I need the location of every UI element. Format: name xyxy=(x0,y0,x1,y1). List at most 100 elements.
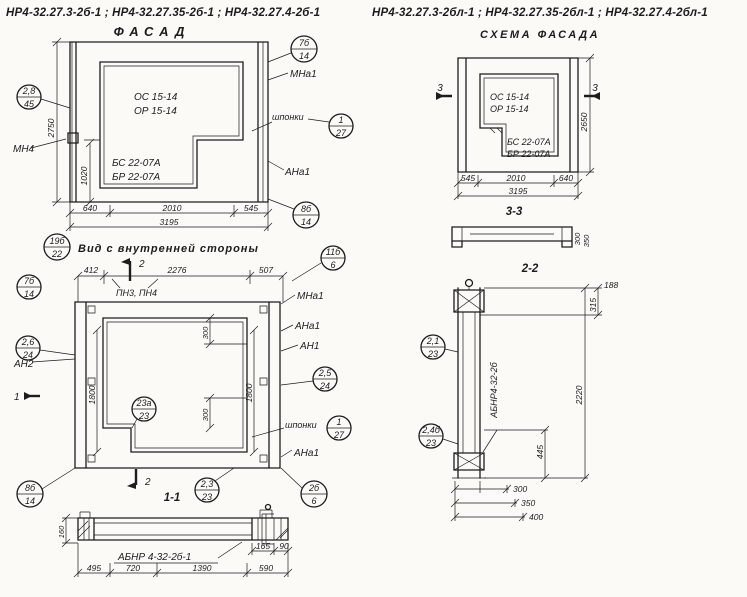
facade-label-shponki: шпонки xyxy=(272,112,304,122)
facade-callout-8b14: 8б 14 xyxy=(292,201,320,229)
section-3-3-label: 3-3 xyxy=(506,206,523,218)
facade-label-mna1: МНа1 xyxy=(290,69,317,80)
part-mark-leader xyxy=(482,429,498,453)
dim-300-b: 300 xyxy=(201,408,210,421)
section-2-flag-top-label: 2 xyxy=(138,259,145,270)
section-1-1-dim-ticks xyxy=(61,513,293,578)
section-1-flag xyxy=(24,392,32,400)
callout-num: 19б xyxy=(49,236,65,246)
dim-1800-right: 1800 xyxy=(244,383,254,402)
facade-dim-2010: 2010 xyxy=(162,203,182,213)
dim-720: 720 xyxy=(126,563,140,573)
facade-mark-bs: БС 22-07А xyxy=(112,158,161,169)
facade-dim-2750: 2750 xyxy=(46,118,56,138)
dim-1800-left: 1800 xyxy=(87,385,97,404)
callout-num: 1 xyxy=(338,115,343,125)
dim-350-bottom: 350 xyxy=(521,498,535,508)
facade-dim-3195: 3195 xyxy=(160,217,179,227)
facade-callout-left: 2,8 45 xyxy=(16,84,42,110)
inner-opening-inner xyxy=(106,321,244,449)
callout-num: 23а xyxy=(135,398,151,408)
facade-scheme: СХЕМА ФАСАДА ОС 15-14 ОР 15-14 БС 22-07А… xyxy=(436,29,600,248)
dim-165: 165 xyxy=(256,541,270,551)
callout-sheet: 14 xyxy=(301,217,311,227)
scheme-flag-left xyxy=(436,92,444,100)
dim-2220: 2220 xyxy=(574,385,584,405)
column-outline xyxy=(453,287,485,479)
facade-label-ana1: АНа1 xyxy=(284,167,310,178)
callout-num: 2,8 xyxy=(22,86,36,96)
callout-sheet: 23 xyxy=(425,438,436,448)
inner-view-title: Вид с внутренней стороны xyxy=(78,243,259,255)
scheme-opening-inner xyxy=(483,77,555,153)
profile-dim-300: 300 xyxy=(573,232,582,245)
callout-sheet: 27 xyxy=(333,430,345,440)
facade-callout-shponki: 1 27 xyxy=(328,113,354,139)
callout-2-3-23: 2,3 23 xyxy=(194,477,220,503)
callout-divider xyxy=(419,435,459,445)
header-left: НР4-32.27.3-2б-1 ; НР4-32.27.35-2б-1 ; Н… xyxy=(6,7,320,19)
facade-mark-os: ОС 15-14 xyxy=(134,92,178,103)
callout-2-1-23: 2,1 23 xyxy=(420,334,459,360)
callout-num: 2,1 xyxy=(426,336,440,346)
label-shponki-inner: шпонки xyxy=(285,420,317,430)
facade-callout-7b14: 7б 14 xyxy=(290,35,318,63)
section-2-2-dim-ticks xyxy=(450,283,603,522)
scheme-dim-2650: 2650 xyxy=(579,112,589,132)
dim-1390: 1390 xyxy=(193,563,212,573)
inner-panel-outline xyxy=(74,301,281,469)
callout-sheet: 14 xyxy=(24,289,34,299)
dim-590: 590 xyxy=(259,563,273,573)
callout-divider xyxy=(421,346,459,353)
label-mna1: МНа1 xyxy=(297,291,324,302)
callout-2-4b-23: 2,4б 23 xyxy=(418,423,459,449)
callout-num: 2б xyxy=(308,483,320,493)
section-2-flag-top xyxy=(121,258,130,265)
callout-num: 2,3 xyxy=(200,479,214,489)
section-1-1-label: 1-1 xyxy=(164,492,181,504)
part-mark-leader-1-1 xyxy=(114,541,243,564)
callout-sheet: 27 xyxy=(335,128,347,138)
callout-sheet: 14 xyxy=(25,496,35,506)
callout-sheet: 23 xyxy=(138,411,149,421)
callout-23a-23: 23а 23 xyxy=(131,396,157,422)
anchor-bolt-icon xyxy=(464,278,474,288)
beam-details xyxy=(79,509,282,545)
section-1-flag-label: 1 xyxy=(14,392,20,403)
profile-dim-350: 350 xyxy=(582,234,591,247)
dim-160: 160 xyxy=(57,525,66,538)
dim-495: 495 xyxy=(87,563,101,573)
dim-2276: 2276 xyxy=(167,265,187,275)
facade-mark-or: ОР 15-14 xyxy=(134,106,177,117)
scheme-dim-ticks xyxy=(453,53,595,201)
dim-507: 507 xyxy=(259,265,273,275)
section-1-1-dim-lines xyxy=(62,517,289,577)
callout-2-6-24: 2,6 24 xyxy=(15,335,41,361)
callout-11b-6: 11б 6 xyxy=(320,245,346,271)
callout-num: 2,4б xyxy=(421,425,441,435)
callout-num: 2,6 xyxy=(21,337,35,347)
part-mark-2-2: АБНР4-32-2б xyxy=(489,361,499,418)
inner-top-dim-lines xyxy=(77,270,284,302)
facade-opening-inner xyxy=(103,65,240,185)
callout-sheet: 45 xyxy=(24,99,35,109)
callout-2b-6: 2б 6 xyxy=(300,480,328,508)
facade-dim-545: 545 xyxy=(244,203,258,213)
scheme-dim-3195: 3195 xyxy=(509,186,528,196)
label-ana1-bottom: АНа1 xyxy=(293,448,319,459)
facade-dim-lines xyxy=(52,41,269,231)
section-3-3-profile xyxy=(451,226,573,248)
callout-num: 11б xyxy=(326,247,341,257)
callout-sheet: 22 xyxy=(51,249,62,259)
callout-num: 1 xyxy=(336,417,341,427)
scheme-opening-outline xyxy=(479,73,559,157)
section-2-2: 2-2 АБНР4-32-2б 2,1 23 2,4б 23 188 315 2… xyxy=(418,263,618,522)
inner-vert-dim-ticks xyxy=(92,313,259,457)
callout-8b-14-bottom: 8б 14 xyxy=(16,480,44,508)
facade-fixture-mn4 xyxy=(67,132,79,144)
facade-dim-1020: 1020 xyxy=(79,166,89,185)
dim-412: 412 xyxy=(84,265,98,275)
inner-leader-lines xyxy=(31,262,322,490)
scheme-title: СХЕМА ФАСАДА xyxy=(480,29,600,41)
